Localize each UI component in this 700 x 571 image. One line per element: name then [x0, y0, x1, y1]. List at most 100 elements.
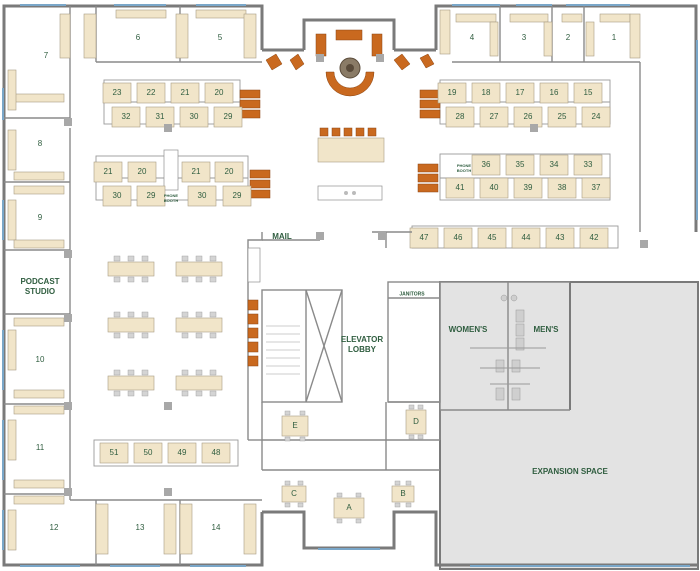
- desk-number: 28: [456, 112, 465, 121]
- office-label: 12: [50, 523, 59, 532]
- desk-number: 30: [190, 112, 199, 121]
- chair: [113, 255, 121, 262]
- chair: [408, 434, 415, 440]
- chair: [394, 480, 401, 486]
- desk-number: 30: [198, 191, 207, 200]
- desk-number: 51: [110, 448, 119, 457]
- workstation-desk: [579, 227, 609, 249]
- chair: [394, 502, 401, 508]
- desk-number: 41: [456, 183, 465, 192]
- elevator-lobby-label: ELEVATOR: [341, 335, 383, 344]
- desk-number: 24: [592, 112, 601, 121]
- phone-booth-label: PHONE: [164, 193, 179, 198]
- workstation-desk: [93, 161, 123, 183]
- office-label: 1: [612, 33, 617, 42]
- workstation-desk: [547, 106, 577, 128]
- chair: [195, 255, 203, 262]
- workstation-desk: [539, 154, 569, 176]
- workstation-desk: [102, 185, 132, 207]
- office-label: 6: [136, 33, 141, 42]
- desk-number: 42: [590, 233, 599, 242]
- desk-number: 38: [558, 183, 567, 192]
- conference-table: [333, 497, 365, 519]
- expansion-space-label: EXPANSION SPACE: [532, 467, 608, 476]
- desk-number: 20: [225, 167, 234, 176]
- chair: [113, 369, 121, 376]
- desk-number: 29: [147, 191, 156, 200]
- desk-number: 40: [490, 183, 499, 192]
- office-label: 2: [566, 33, 571, 42]
- workstation-desk: [539, 82, 569, 104]
- desk-number: 17: [516, 88, 525, 97]
- conference-room-label: D: [413, 417, 419, 426]
- desk-number: 31: [156, 112, 165, 121]
- elevator-lobby-label: LOBBY: [348, 345, 377, 354]
- desk-number: 19: [448, 88, 457, 97]
- left-offices: 7 8 9 10 11 12 PODCAST STUDIO: [4, 51, 71, 551]
- chair: [209, 255, 217, 262]
- top-right-offices: 4 3 2 1: [439, 6, 641, 232]
- office-label: 8: [38, 139, 43, 148]
- chair: [209, 390, 217, 397]
- chair: [181, 390, 189, 397]
- workstation-desk: [437, 82, 467, 104]
- workstation-desk: [547, 177, 577, 199]
- conference-room-label: B: [400, 489, 405, 498]
- chair: [113, 276, 121, 283]
- office-label: 10: [36, 355, 45, 364]
- open-meeting-tables: [107, 255, 223, 397]
- workstation-desk: [99, 442, 129, 464]
- desk-number: 48: [212, 448, 221, 457]
- desk-number: 21: [104, 167, 113, 176]
- chair: [417, 404, 424, 410]
- workstation-desk: [213, 106, 243, 128]
- chair: [405, 480, 412, 486]
- workstation-desk: [581, 106, 611, 128]
- desk-number: 36: [482, 160, 491, 169]
- workstation-desk: [127, 161, 157, 183]
- chair: [417, 434, 424, 440]
- chair: [127, 255, 135, 262]
- chair: [141, 369, 149, 376]
- office-label: 5: [218, 33, 223, 42]
- workstation-desk: [111, 106, 141, 128]
- chair: [209, 369, 217, 376]
- workstation-desk: [214, 161, 244, 183]
- desk-number: 50: [144, 448, 153, 457]
- phone-booth-label: BOOTH: [164, 198, 179, 203]
- chair: [284, 502, 291, 508]
- conference-room-label: A: [346, 503, 352, 512]
- chair: [195, 311, 203, 318]
- desk-number: 37: [592, 183, 601, 192]
- desk-number: 47: [420, 233, 429, 242]
- desk-number: 30: [113, 191, 122, 200]
- conference-table: [391, 485, 415, 503]
- chair: [127, 311, 135, 318]
- desk-number: 18: [482, 88, 491, 97]
- meeting-table: [107, 375, 155, 391]
- chair: [336, 492, 343, 498]
- desk-number: 32: [122, 112, 131, 121]
- bottom-workstation-row: 51 50 49 48: [93, 439, 239, 467]
- desk-number: 34: [550, 160, 559, 169]
- desk-number: 15: [584, 88, 593, 97]
- chair: [127, 369, 135, 376]
- desk-number: 20: [215, 88, 224, 97]
- chair: [336, 518, 343, 524]
- phone-booth-label: PHONE: [457, 163, 472, 168]
- desk-number: 49: [178, 448, 187, 457]
- desk-number: 23: [113, 88, 122, 97]
- chair: [209, 276, 217, 283]
- workstation-desk: [181, 161, 211, 183]
- chair: [355, 492, 362, 498]
- chair: [181, 369, 189, 376]
- office-label: 11: [36, 443, 45, 452]
- workstation-desk: [479, 106, 509, 128]
- chair: [141, 311, 149, 318]
- desk-number: 46: [454, 233, 463, 242]
- conference-table: [405, 409, 427, 435]
- chair: [209, 311, 217, 318]
- workstation-desk: [136, 185, 166, 207]
